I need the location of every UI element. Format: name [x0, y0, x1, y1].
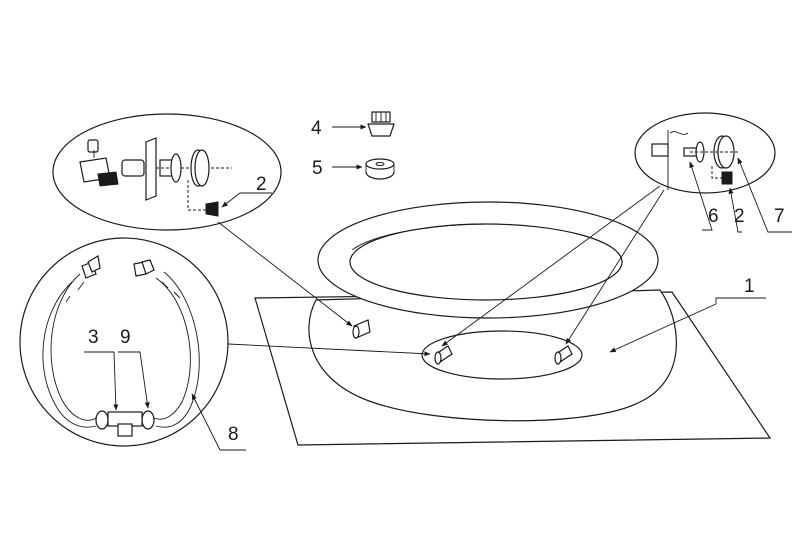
callout-2-right: 2 — [734, 206, 745, 227]
hose-assembly-detail — [19, 237, 229, 447]
spa-connector-inner-left — [434, 345, 453, 365]
arrow-connector-to-left — [441, 185, 661, 347]
spa-tub — [308, 201, 677, 422]
arrow-connector-to-right — [565, 189, 665, 345]
leader-1-underline — [715, 297, 766, 304]
leader-8 — [191, 393, 246, 451]
callout-7: 7 — [774, 206, 785, 227]
callout-9: 9 — [120, 327, 131, 348]
callout-5: 5 — [312, 158, 323, 179]
spa-floor-outline — [421, 330, 583, 380]
leader-1 — [609, 303, 717, 353]
leader-2-right — [728, 187, 742, 233]
arrow-hose-to-spa — [227, 343, 431, 357]
part-5-icon — [365, 158, 395, 180]
leader-6 — [689, 161, 713, 231]
arrow-jet-to-spa — [217, 221, 353, 327]
callout-2-left: 2 — [256, 174, 267, 195]
callout-8: 8 — [228, 424, 239, 445]
leader-9 — [118, 351, 150, 409]
part-4-icon — [367, 111, 395, 137]
connector-detail — [634, 112, 776, 194]
leader-3 — [84, 351, 119, 411]
spa-connector-outer — [352, 319, 371, 339]
callout-1: 1 — [744, 276, 755, 297]
callout-4: 4 — [311, 118, 322, 139]
callout-6: 6 — [708, 206, 719, 227]
leader-2-left — [221, 192, 272, 208]
callout-3: 3 — [88, 327, 99, 348]
spa-connector-inner-right — [554, 345, 573, 365]
jet-assembly-detail — [52, 113, 282, 231]
leader-7 — [737, 157, 792, 233]
